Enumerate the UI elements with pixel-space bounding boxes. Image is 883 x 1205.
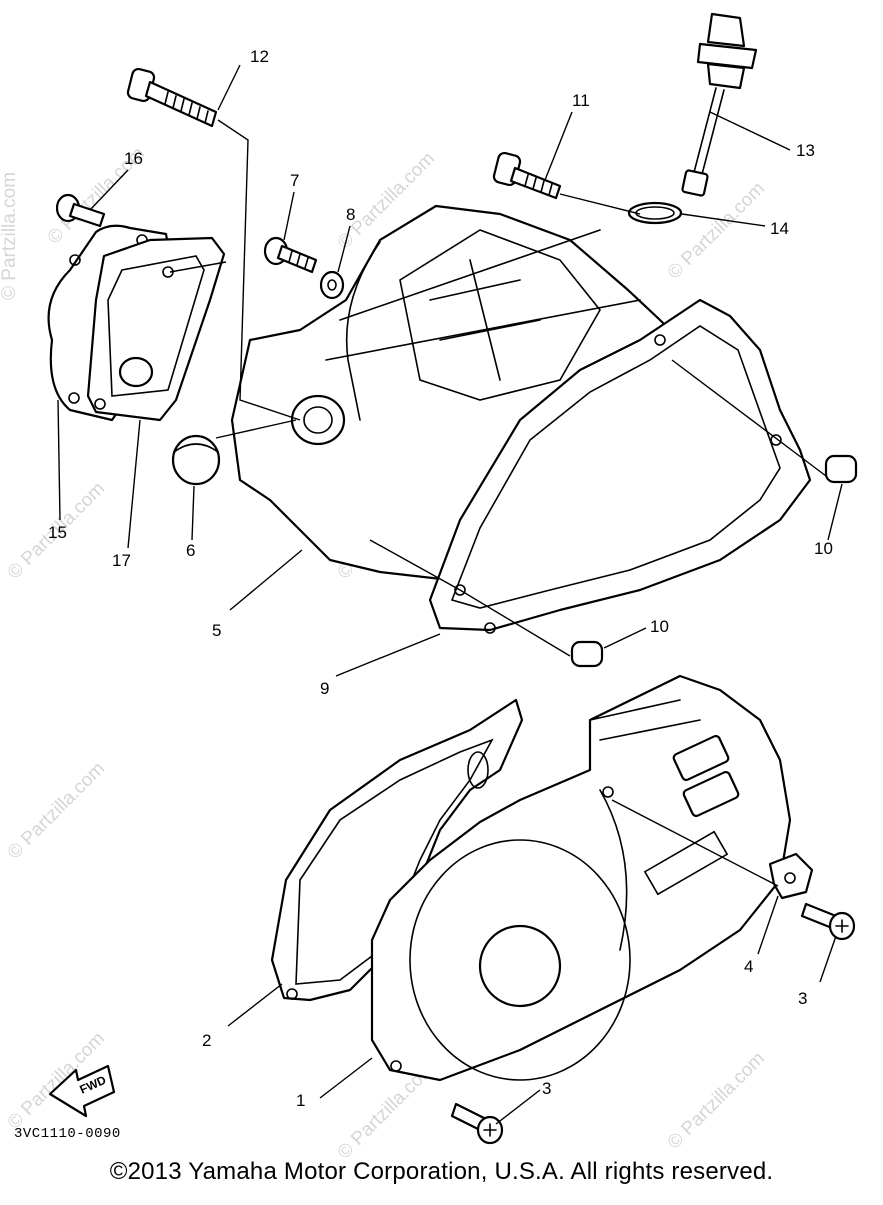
callouts: 12 11 13 14 16 7 8 15 17 6 5 9 10 10 4 3… <box>48 47 833 1110</box>
screw-3 <box>800 902 856 941</box>
callout-13: 13 <box>796 141 815 160</box>
callout-7: 7 <box>290 171 299 190</box>
plug-6 <box>171 434 221 486</box>
washer-8 <box>319 270 345 300</box>
callout-9: 9 <box>320 679 329 698</box>
callout-10: 10 <box>650 617 669 636</box>
dipstick-13 <box>681 12 758 197</box>
callout-4: 4 <box>744 957 753 976</box>
callout-5: 5 <box>212 621 221 640</box>
callout-10: 10 <box>814 539 833 558</box>
leader-lines <box>57 64 843 1125</box>
bolt-16 <box>55 193 106 228</box>
dowel-10 <box>824 454 858 484</box>
copyright-notice: ©2013 Yamaha Motor Corporation, U.S.A. A… <box>109 1158 774 1185</box>
bolt-12 <box>126 67 218 128</box>
watermark: © Partzilla.com <box>664 1048 769 1153</box>
callout-15: 15 <box>48 523 67 542</box>
callout-17: 17 <box>112 551 131 570</box>
callout-16: 16 <box>124 149 143 168</box>
gasket-2 <box>270 698 524 1002</box>
watermark: © Partzilla.com <box>4 758 109 863</box>
cover-1 <box>370 674 792 1082</box>
callout-3: 3 <box>798 989 807 1008</box>
callout-11: 11 <box>572 91 590 110</box>
callout-1: 1 <box>296 1091 305 1110</box>
callout-6: 6 <box>186 541 195 560</box>
dowel-10 <box>570 640 604 668</box>
callout-12: 12 <box>250 47 269 66</box>
gasket-9 <box>428 298 812 634</box>
callout-2: 2 <box>202 1031 211 1050</box>
drawing-code: 3VC1110-0090 <box>14 1126 121 1142</box>
watermark: © Partzilla.com <box>664 178 769 283</box>
callout-3: 3 <box>542 1079 551 1098</box>
clip-4 <box>768 852 814 900</box>
callout-14: 14 <box>770 219 789 238</box>
fwd-arrow-icon: FWD <box>48 1064 116 1118</box>
watermark: © Partzilla.com <box>0 172 20 300</box>
bolt-7 <box>263 236 318 274</box>
callout-8: 8 <box>346 205 355 224</box>
screw-3 <box>450 1102 504 1145</box>
bolt-11 <box>492 151 562 200</box>
gasket-17 <box>86 236 226 422</box>
